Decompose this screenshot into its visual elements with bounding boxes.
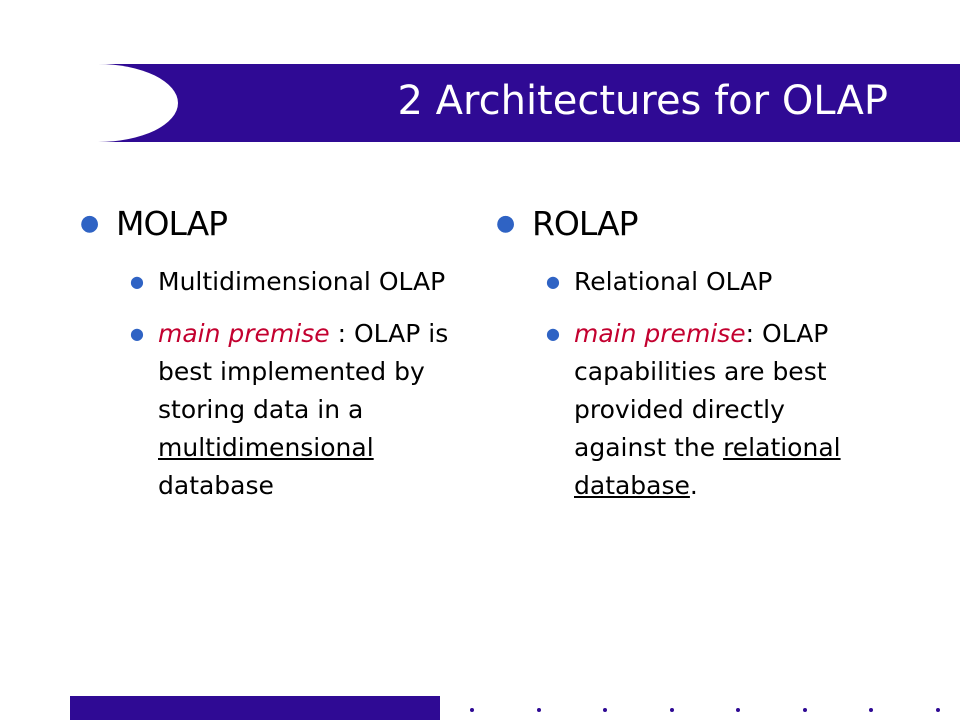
footer-dot-row [470, 700, 960, 720]
footer-dot [470, 708, 474, 712]
molap-premise-text-a: : OLAP is best implemented by storing da… [158, 319, 449, 424]
rolap-item-1-text: Relational OLAP [574, 267, 773, 296]
slide-title: 2 Architectures for OLAP [397, 78, 889, 124]
bullet-icon: ● [546, 324, 560, 343]
rolap-heading: ROLAP [532, 204, 639, 243]
bullet-icon: ● [546, 272, 560, 291]
rolap-item-2: ● main premise: OLAP capabilities are be… [546, 315, 876, 505]
molap-column: ● MOLAP ● Multidimensional OLAP ● main p… [80, 204, 480, 519]
title-banner: 2 Architectures for OLAP [18, 64, 960, 142]
bullet-icon: ● [130, 324, 144, 343]
molap-item-1-text: Multidimensional OLAP [158, 267, 446, 296]
footer-dot [802, 708, 807, 712]
rolap-premise-text-a: : OLAP capabilities are best provided di… [574, 319, 829, 462]
bullet-icon: ● [130, 272, 144, 291]
rolap-column: ● ROLAP ● Relational OLAP ● main premise… [496, 204, 916, 519]
rolap-premise-text-b: . [689, 471, 698, 500]
molap-heading-row: ● MOLAP [80, 204, 480, 243]
footer-dot [536, 708, 541, 712]
molap-sub-list: ● Multidimensional OLAP ● main premise :… [130, 263, 480, 505]
molap-heading: MOLAP [116, 204, 228, 243]
rolap-premise-label: main premise [574, 319, 746, 348]
rolap-item-1: ● Relational OLAP [546, 263, 876, 301]
molap-item-2: ● main premise : OLAP is best implemente… [130, 315, 480, 505]
footer-dot [669, 708, 674, 712]
bullet-icon: ● [496, 211, 515, 236]
molap-premise-text-b: database [158, 471, 274, 500]
footer-dot [736, 708, 741, 712]
footer-dot [869, 708, 874, 712]
molap-premise-label: main premise [158, 319, 330, 348]
banner-cap-shape [18, 64, 178, 142]
rolap-heading-row: ● ROLAP [496, 204, 916, 243]
molap-item-1: ● Multidimensional OLAP [130, 263, 480, 301]
rolap-premise-underlined: relational database [574, 433, 841, 500]
footer-bar [70, 696, 440, 720]
footer-dot [603, 708, 608, 712]
bullet-icon: ● [80, 211, 99, 236]
footer-dot [935, 708, 940, 712]
rolap-sub-list: ● Relational OLAP ● main premise: OLAP c… [546, 263, 876, 505]
molap-premise-underlined: multidimensional [158, 433, 374, 462]
